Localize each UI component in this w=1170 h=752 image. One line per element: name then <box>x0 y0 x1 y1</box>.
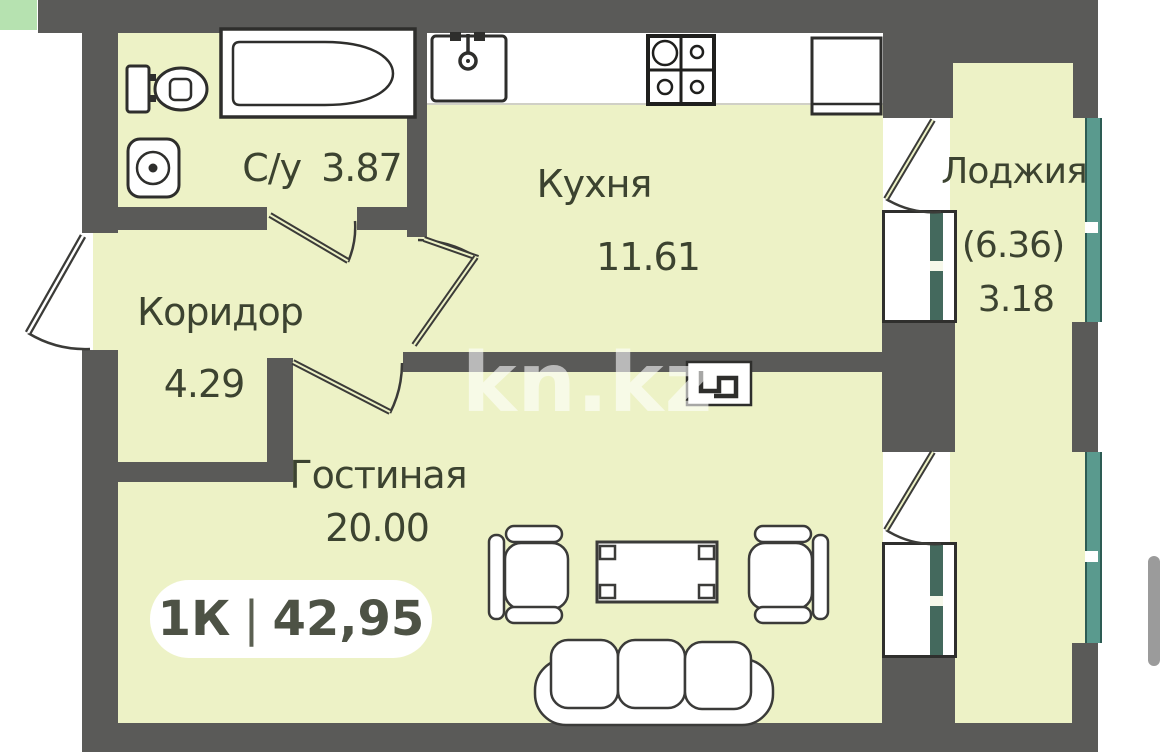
wall-corridor-vertical <box>267 358 293 482</box>
window-mullion <box>1085 551 1098 562</box>
scrollbar-thumb[interactable] <box>1148 556 1160 666</box>
floor-entrance-threshold <box>93 233 118 350</box>
room-label-living: Гостиная <box>289 453 467 497</box>
fridge-icon <box>810 36 883 116</box>
room-label-loggia: Лоджия <box>941 151 1087 192</box>
loggia-area-total: (6.36) <box>961 225 1065 266</box>
room-label-bathroom: С/у 3.87 <box>222 146 422 190</box>
wall-window-bottom-block <box>1072 643 1098 727</box>
loggia-door-living <box>883 450 942 546</box>
wall-left-upper <box>82 2 118 233</box>
wall-bottom <box>82 723 1098 752</box>
total-area: 42,95 <box>272 591 425 647</box>
wall-left-lower <box>82 350 118 752</box>
wall-loggia-top <box>950 0 1073 63</box>
toilet-icon <box>125 64 209 114</box>
washbasin-icon <box>126 137 181 199</box>
wall-window-mid-pier <box>1072 322 1098 452</box>
entrance-door <box>24 234 91 351</box>
floor-loggia <box>950 60 1085 723</box>
loggia-area-reduced: 3.18 <box>977 279 1055 320</box>
bathroom-name: С/у <box>242 146 302 190</box>
room-label-corridor: Коридор <box>137 290 304 334</box>
loggia-window-lower <box>1085 452 1102 643</box>
wall-kitchen-loggia-pier <box>883 33 953 118</box>
bathtub-icon <box>219 27 417 119</box>
living-room-door <box>291 359 404 415</box>
wall-living-loggia-block <box>882 323 955 452</box>
badge-separator: | <box>243 591 260 647</box>
living-area: 20.00 <box>325 506 430 550</box>
bathroom-area: 3.87 <box>321 146 403 190</box>
kitchen-sink-icon <box>430 32 508 103</box>
armchair-left-icon <box>487 524 570 625</box>
loggia-door-kitchen <box>883 118 942 214</box>
loggia-window-upper <box>1085 118 1102 322</box>
wall-top <box>38 0 950 33</box>
glass-mullion <box>930 261 943 271</box>
glass-mullion <box>930 596 943 606</box>
wall-corridor-horizontal <box>118 462 293 482</box>
coffee-table-icon <box>595 540 719 604</box>
adjacent-unit-corner <box>0 0 37 30</box>
kitchen-area: 11.61 <box>596 235 701 279</box>
bathroom-door <box>268 212 357 264</box>
kitchen-door <box>411 236 479 347</box>
wall-corner-top-right <box>1073 0 1098 118</box>
wall-kitchen-living-divider <box>403 352 882 372</box>
window-mullion <box>1085 222 1098 233</box>
washing-machine-icon <box>685 360 753 407</box>
sofa-icon <box>533 638 775 727</box>
room-label-kitchen: Кухня <box>536 162 653 206</box>
wall-bathroom-bottom-left <box>118 207 267 230</box>
wall-loggia-bottom-left-block <box>882 658 955 723</box>
armchair-right-icon <box>747 524 830 625</box>
watermark: kn.kz <box>462 336 714 431</box>
rooms-count: 1К <box>157 591 231 647</box>
corridor-area: 4.29 <box>163 362 246 406</box>
plan-summary-badge: 1К | 42,95 <box>150 580 432 658</box>
stove-icon <box>646 34 716 106</box>
